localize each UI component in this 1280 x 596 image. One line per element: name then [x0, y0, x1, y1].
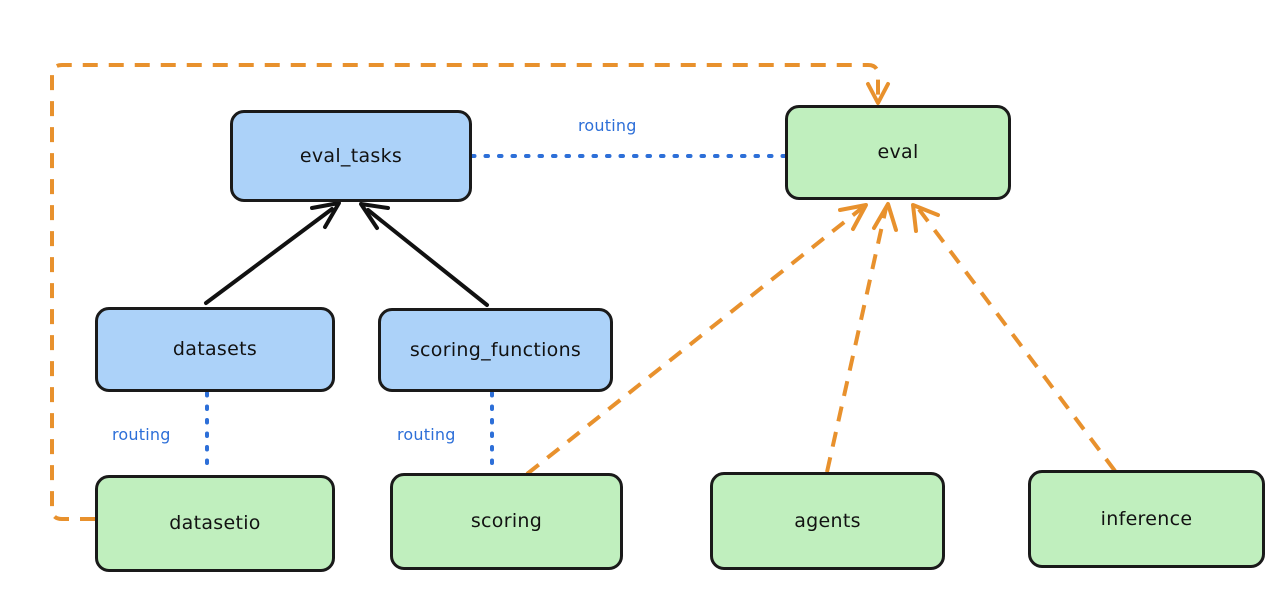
edge-scoring-eval	[525, 203, 868, 476]
node-eval[interactable]: eval	[785, 105, 1011, 200]
node-inference-label: inference	[1100, 507, 1193, 530]
node-datasetio[interactable]: datasetio	[95, 475, 335, 572]
node-agents-label: agents	[794, 509, 861, 532]
node-scoring-functions[interactable]: scoring_functions	[378, 308, 613, 392]
node-datasets-label: datasets	[172, 338, 258, 361]
edge-datasets-evaltasks	[204, 201, 341, 305]
edge-label-routing-scoring: routing	[397, 425, 456, 444]
edge-label-routing-datasetio: routing	[112, 425, 171, 444]
edge-inference-eval	[911, 203, 1117, 473]
node-inference[interactable]: inference	[1028, 470, 1265, 568]
node-scoring-label: scoring	[470, 510, 543, 533]
node-scoring-functions-label: scoring_functions	[409, 338, 582, 361]
node-agents[interactable]: agents	[710, 472, 945, 570]
edge-scoringfunctions-evaltasks	[359, 202, 489, 307]
node-eval-tasks[interactable]: eval_tasks	[230, 110, 472, 202]
node-eval-tasks-label: eval_tasks	[299, 144, 403, 167]
node-eval-label: eval	[877, 141, 919, 164]
node-scoring[interactable]: scoring	[390, 473, 623, 570]
node-datasetio-label: datasetio	[169, 512, 261, 535]
node-datasets[interactable]: datasets	[95, 307, 335, 392]
edge-datasetio-eval	[50, 63, 890, 521]
edge-label-routing-eval: routing	[578, 116, 637, 135]
edge-agents-eval	[825, 202, 898, 473]
